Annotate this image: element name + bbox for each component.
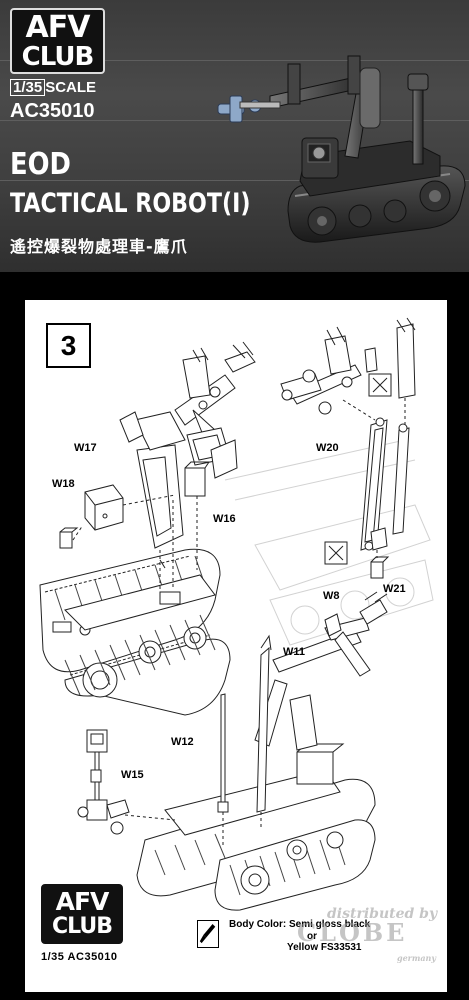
afv-club-logo-bottom: AFV CLUB <box>41 884 123 944</box>
header-stripe <box>0 180 469 181</box>
part-label-w21: W21 <box>383 583 406 595</box>
footer-scale-code: 1/35 AC35010 <box>41 951 118 963</box>
scale-box: 1/35 <box>10 79 46 96</box>
watermark-line3: germany <box>397 953 437 963</box>
logo-afv-text: AFV <box>55 887 110 916</box>
logo-club-text: CLUB <box>21 42 95 72</box>
watermark-line1: distributed by <box>327 906 438 922</box>
part-label-w12: W12 <box>171 736 194 748</box>
logo-afv-text: AFV <box>25 10 91 45</box>
header-stripe <box>0 60 469 61</box>
part-label-w11: W11 <box>283 646 306 658</box>
body-color-or: or <box>307 931 317 942</box>
step-number: 3 <box>60 330 77 361</box>
part-label-w8: W8 <box>323 590 340 602</box>
body-color-line1: Body Color: Semi gloss black <box>229 919 371 930</box>
distributor-watermark: distributed by CLOBE germany <box>297 907 447 967</box>
product-title-line2: TACTICAL ROBOT(Ⅰ) <box>10 188 251 219</box>
part-label-w16: W16 <box>213 513 236 525</box>
robot-hero-image <box>217 55 466 243</box>
watermark-line2: CLOBE <box>297 918 408 947</box>
scale-word: SCALE <box>45 79 97 96</box>
part-label-w18: W18 <box>52 478 75 490</box>
paint-brush-icon <box>197 920 219 948</box>
logo-club-text: CLUB <box>51 914 113 939</box>
step-number-box: 3 <box>46 323 91 368</box>
part-label-w15: W15 <box>121 769 144 781</box>
body-color-line2: Yellow FS33531 <box>287 942 362 953</box>
part-label-w20: W20 <box>316 442 339 454</box>
product-code: AC35010 <box>10 100 95 122</box>
product-title-chinese: 遙控爆裂物處理車-鷹爪 <box>10 237 188 256</box>
assembly-line-art <box>39 317 434 911</box>
part-label-w17: W17 <box>74 442 97 454</box>
afv-club-logo: AFV CLUB <box>10 8 105 74</box>
instruction-panel: 3 W17 W18 W16 W20 W8 W21 W11 W12 W15 AFV… <box>25 300 447 992</box>
product-title-line1: EOD <box>10 147 71 182</box>
